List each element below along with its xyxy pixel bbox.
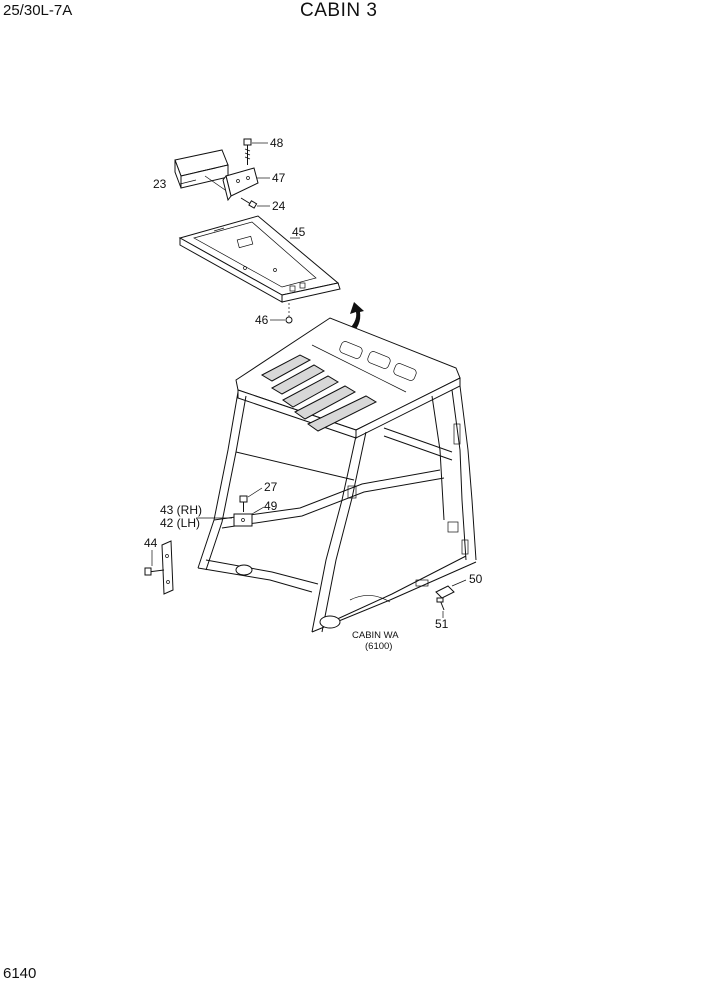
reference-code: (6100) xyxy=(365,641,392,652)
callout-23: 23 xyxy=(153,177,167,191)
reference-label: CABIN WA xyxy=(352,630,399,641)
callout-27: 27 xyxy=(264,480,278,494)
part-51-screw xyxy=(436,597,445,611)
leader-50 xyxy=(451,579,467,587)
part-48-bolt xyxy=(243,138,252,165)
callout-47: 47 xyxy=(272,171,286,185)
part-24-screw xyxy=(240,197,258,209)
part-27-bolt xyxy=(239,495,248,512)
cabin-frame xyxy=(197,317,477,633)
callout-45: 45 xyxy=(292,225,306,239)
leader-23-b xyxy=(204,175,229,193)
callout-49: 49 xyxy=(264,499,278,513)
part-49-plate xyxy=(233,513,253,527)
leader-23 xyxy=(179,179,197,185)
callout-44: 44 xyxy=(144,536,158,550)
part-45-tray xyxy=(178,215,341,303)
callout-48: 48 xyxy=(270,136,284,150)
leader-49 xyxy=(251,506,265,515)
callout-46: 46 xyxy=(255,313,269,327)
front-direction-arrow xyxy=(345,302,364,336)
part-47-bracket xyxy=(222,167,259,202)
page-number: 6140 xyxy=(3,965,37,982)
part-23-box xyxy=(174,149,229,189)
callout-42-lh: 42 (LH) xyxy=(160,516,200,530)
callout-24: 24 xyxy=(272,199,286,213)
model-number: 25/30L-7A xyxy=(3,2,73,19)
leader-27 xyxy=(247,487,263,498)
page-title: CABIN 3 xyxy=(300,0,378,21)
part-46-nut xyxy=(285,316,293,324)
part-50-clip xyxy=(435,585,455,599)
callout-43-rh: 43 (RH) xyxy=(160,503,202,517)
callout-50: 50 xyxy=(469,572,483,586)
part-44-latch xyxy=(144,540,174,595)
callout-51: 51 xyxy=(435,617,449,631)
